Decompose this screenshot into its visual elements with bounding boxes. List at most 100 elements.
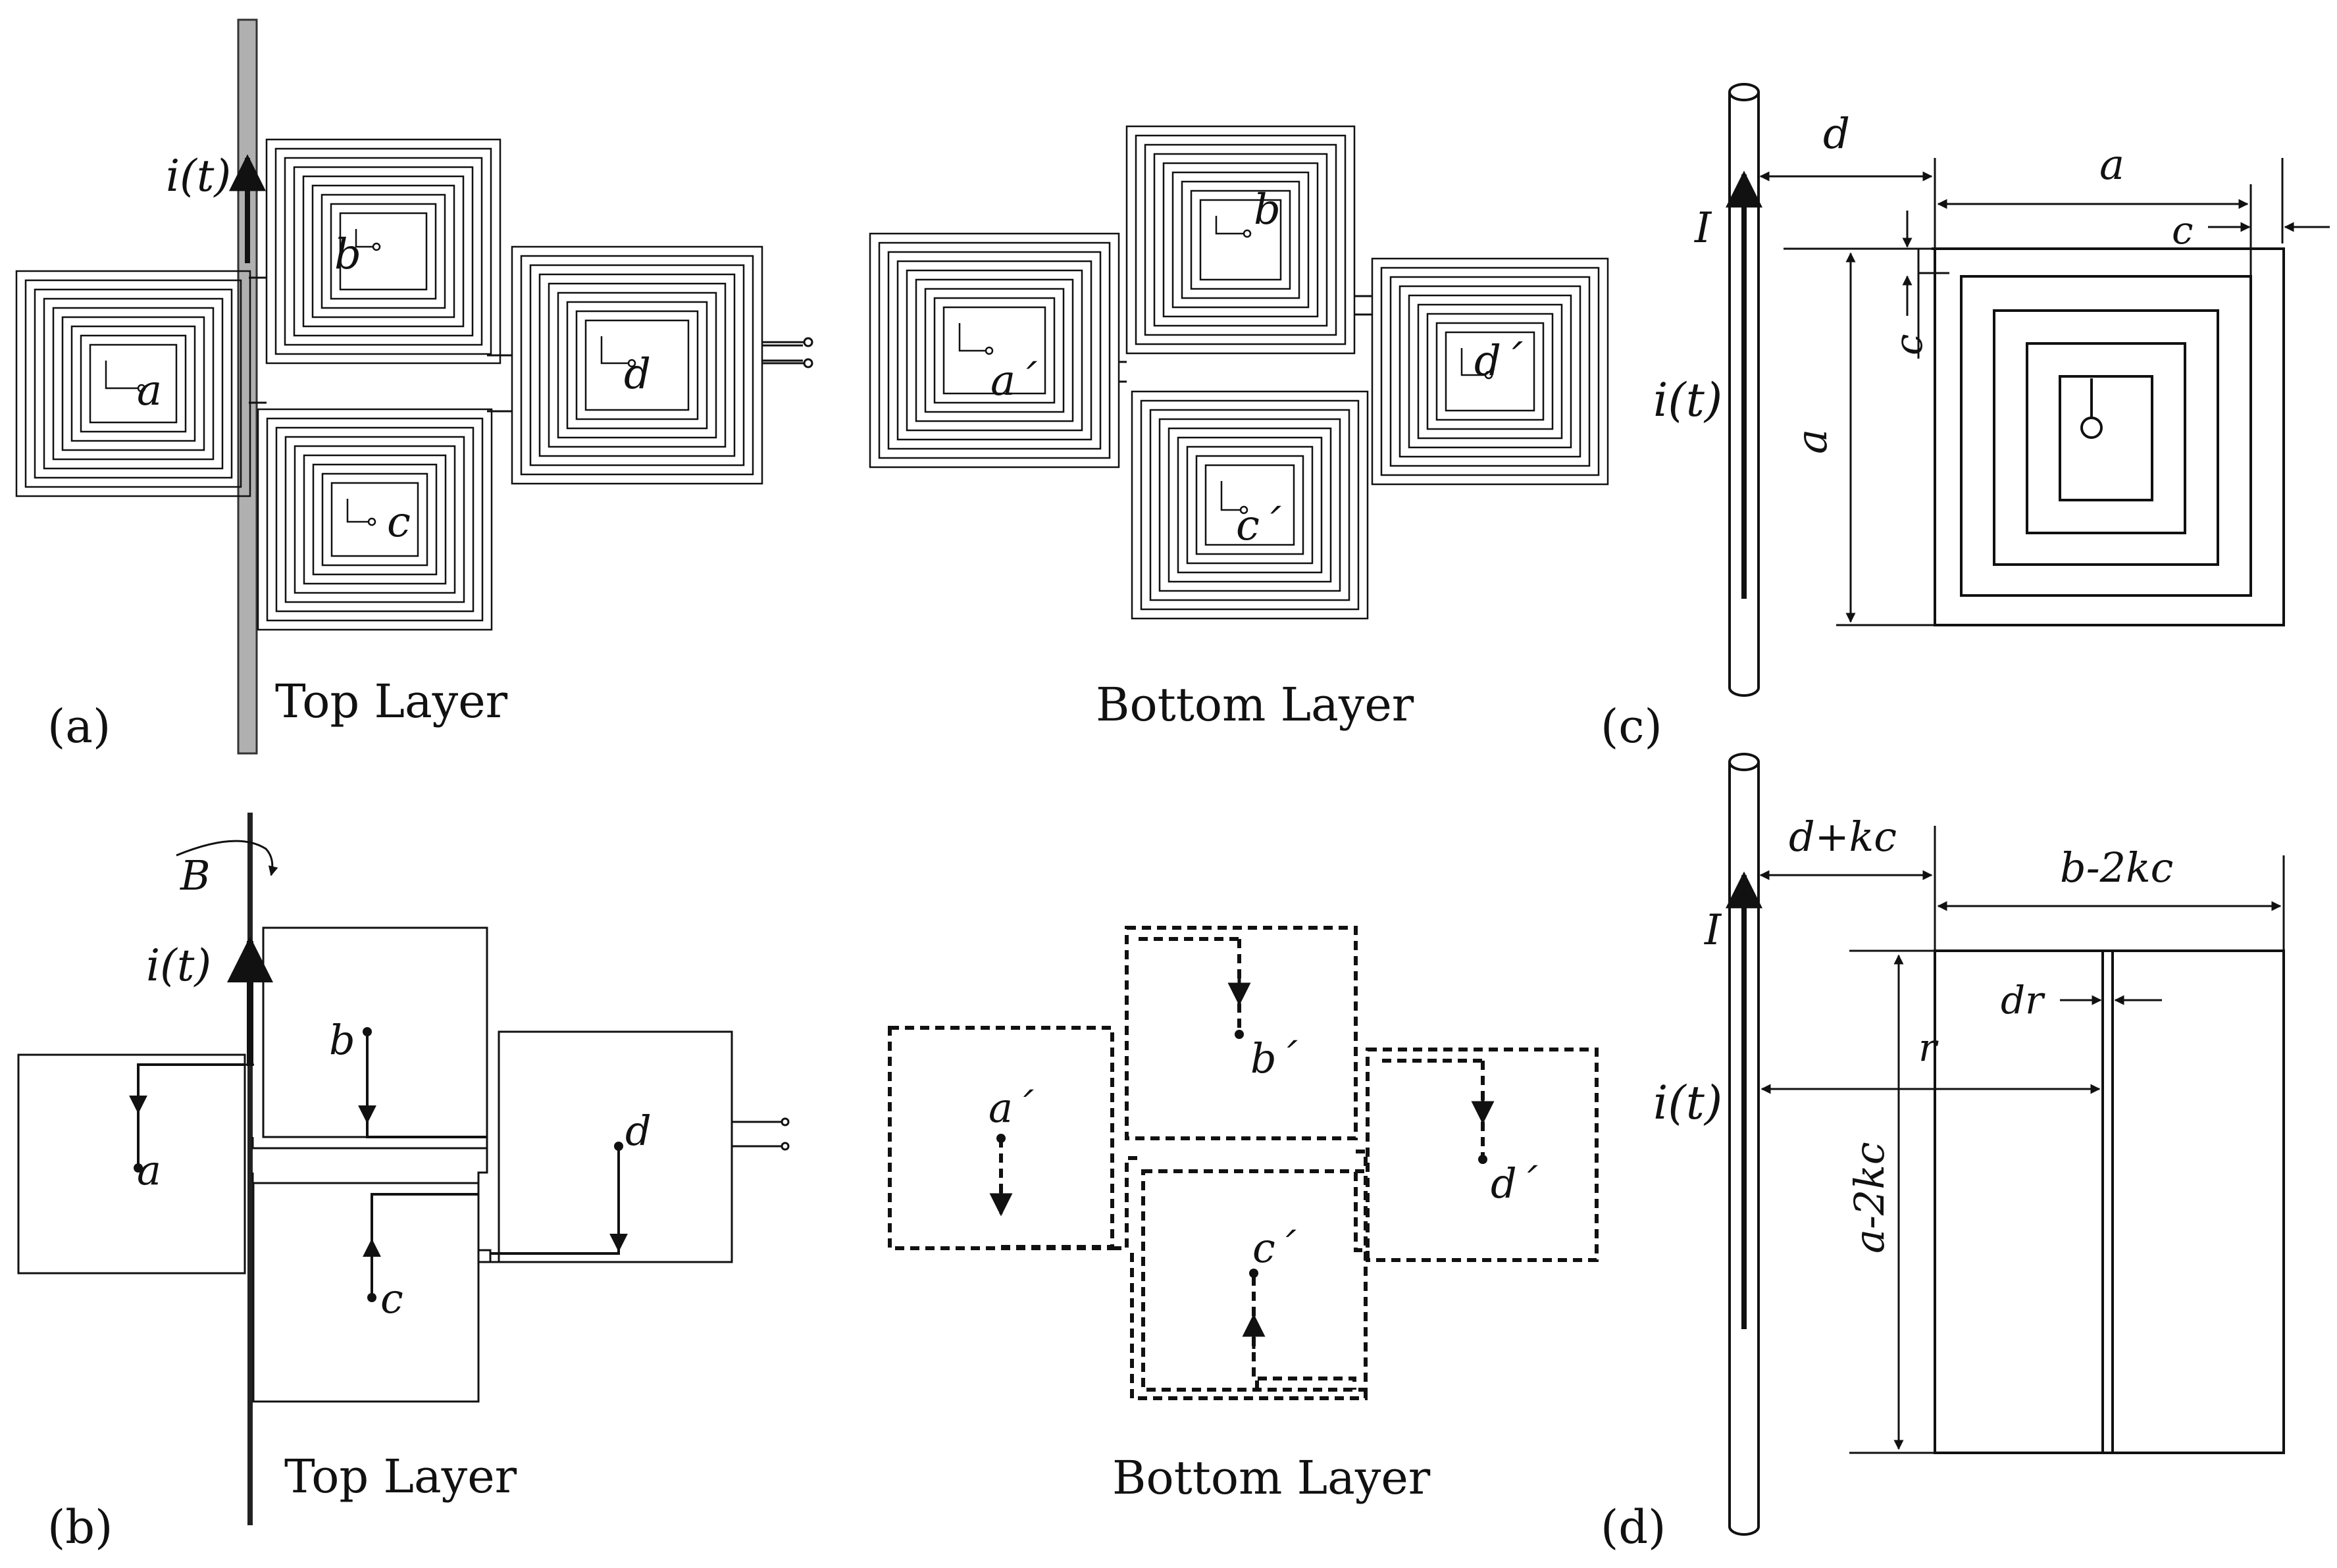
current-big-label-d: I (1704, 906, 1722, 955)
coil-turn (1158, 418, 1341, 592)
spiral-coil-b (265, 138, 501, 365)
current-label-b: i(t) (146, 940, 211, 991)
coil-turn (869, 232, 1120, 468)
coil-label-a-prime: a´ (990, 357, 1038, 405)
coil-links (251, 1137, 499, 1263)
coil-turn (887, 251, 1102, 450)
panel-b-bottom: a´ b´ c´ d´ Bottom Layer (888, 926, 1599, 1505)
coil-turn (1140, 399, 1360, 611)
coil-center-node (627, 359, 636, 368)
coil-turn (1153, 153, 1328, 327)
panel-c: I i(t) d a c c a (1601, 83, 2330, 753)
terminal-leads (732, 1121, 783, 1148)
coil-turn (878, 241, 1111, 459)
coil-turn (274, 147, 492, 355)
dim-label-b-2kc: b-2kc (2060, 844, 2173, 892)
panel-tag-d: (d) (1601, 1500, 1666, 1554)
layer-title-bottom-a: Bottom Layer (1096, 678, 1414, 732)
coil-turn (1131, 390, 1369, 620)
coil-turn (265, 138, 501, 365)
coil-turn (1181, 180, 1300, 299)
terminal-node (781, 1142, 790, 1151)
coil-inner-lead (958, 323, 989, 352)
coil-label-b: b (334, 230, 361, 279)
coil-label-a: a (137, 367, 162, 415)
field-arc (176, 840, 278, 876)
coil-label-d: d (624, 350, 651, 399)
coil-turn (330, 203, 437, 300)
coil-turn (1408, 294, 1572, 449)
spiral-coil-d-prime (1371, 257, 1609, 486)
coil-inner-lead (1215, 216, 1247, 235)
spiral-coil-a (15, 270, 251, 497)
coil-turn (529, 264, 745, 467)
coil-label-d-prime: d´ (1491, 1159, 1538, 1207)
coil-label-c-prime: c´ (1236, 501, 1282, 550)
terminal-node (781, 1117, 790, 1126)
coil-inner-lead (355, 229, 376, 248)
coil-turn (89, 343, 178, 424)
coil-turn (1389, 276, 1591, 467)
coil-center-node (985, 346, 994, 355)
coil-turn (1149, 409, 1350, 601)
coil-turn (1204, 464, 1295, 546)
dim-label-c-right: c (2172, 208, 2193, 253)
spiral-coil-c (257, 408, 493, 631)
coil-turn (1371, 257, 1609, 486)
coil-turn (1162, 162, 1319, 318)
coil-turn (266, 417, 484, 622)
coil-center-node (367, 517, 376, 526)
coil-turn (538, 273, 736, 457)
spiral-coil-c-detail (1932, 247, 2285, 626)
coil-center-a-prime (996, 1134, 1006, 1143)
coil-inner-lead (1460, 348, 1489, 376)
coil-turn (520, 255, 754, 476)
coil-turn (548, 282, 727, 448)
spiral-coil-b-bottom (1125, 125, 1356, 355)
coil-turn (257, 408, 493, 631)
coil-turn (906, 269, 1083, 432)
coil-turn (34, 288, 233, 479)
coil-turn (303, 454, 447, 585)
current-path-b-return (366, 1122, 487, 1138)
coil-turn (24, 279, 242, 488)
strip-model (1934, 949, 2285, 1454)
current-big-label-c: I (1694, 204, 1712, 253)
coil-label-c-prime: c´ (1252, 1224, 1297, 1272)
coil-outline-c (252, 1182, 480, 1403)
coil-center-node (1239, 505, 1248, 515)
coil-turn (330, 482, 419, 557)
current-path-c-top (371, 1193, 478, 1240)
coil-inner-lead (346, 499, 372, 523)
coil-turn (70, 325, 196, 442)
coil-center-c-prime (1249, 1269, 1258, 1278)
coil-turn (15, 270, 251, 497)
coil-turn (1435, 322, 1545, 421)
coil-center-d (614, 1142, 623, 1151)
current-label-c: i(t) (1653, 373, 1722, 427)
panel-b: i(t) B a b (17, 813, 790, 1554)
coil-outline-a (17, 1053, 254, 1275)
coil-center-node (137, 384, 146, 393)
coil-turn (311, 184, 455, 318)
coil-center-node (372, 242, 381, 251)
coil-turn (915, 278, 1074, 422)
coil-turn (275, 426, 475, 613)
coil-turn (293, 166, 474, 337)
dim-label-r: r (1918, 1025, 1939, 1070)
coil-turn (584, 319, 690, 411)
coil-label-c: c (380, 1275, 403, 1323)
coil-center-node (1484, 370, 1493, 380)
spiral-coil-a-prime (869, 232, 1120, 468)
coil-turn (321, 472, 428, 567)
dim-label-a-top: a (2099, 141, 2124, 190)
terminal-node (803, 358, 813, 368)
spiral-coil-c-prime (1131, 390, 1369, 620)
coil-turn (1135, 134, 1347, 345)
panel-a-bottom: a´ b c´ d´ Bottom Layer (869, 125, 1609, 732)
coil-turn (933, 297, 1056, 404)
dim-label-d: d (1823, 110, 1850, 159)
coil-connector (1119, 295, 1372, 383)
coil-turn (80, 334, 187, 433)
coil-inner-lead (1220, 481, 1244, 511)
